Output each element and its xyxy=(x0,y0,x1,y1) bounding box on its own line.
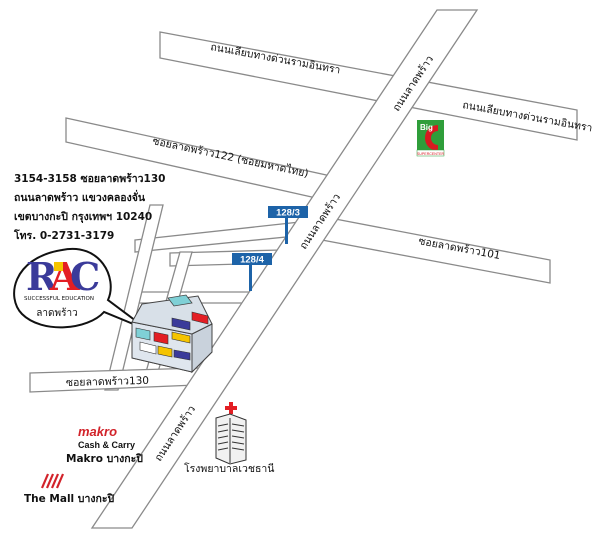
address-line-1: 3154-3158 ซอยลาดพร้าว130 xyxy=(14,173,166,185)
address-line-2: ถนนลาดพร้าว แขวงคลองจั่น xyxy=(14,192,146,204)
svg-text:A: A xyxy=(49,254,80,299)
hospital-landmark: โรงพยาบาลเวชธานี xyxy=(184,402,274,475)
sign-128-3: 128/3 xyxy=(268,206,308,244)
hospital-cross-icon xyxy=(225,402,237,414)
makro-cash-carry: Cash & Carry xyxy=(78,440,135,450)
bigc-sub: SUPERCENTER xyxy=(417,152,445,156)
rac-branch-label: ลาดพร้าว xyxy=(36,307,77,319)
expressway-road xyxy=(159,31,578,141)
rac-logo: R A C xyxy=(26,254,100,299)
hospital-label: โรงพยาบาลเวชธานี xyxy=(184,462,274,475)
rac-callout: R A C SUCCESSFUL EDUCATION ลาดพร้าว xyxy=(13,247,149,331)
sign-128-4-label: 128/4 xyxy=(240,255,264,266)
address-phone: โทร. 0-2731-3179 xyxy=(14,230,115,242)
address-line-3: เขตบางกะปิ กรุงเทพฯ 10240 xyxy=(14,211,153,223)
rac-building xyxy=(131,294,213,374)
makro-brand: makro xyxy=(78,424,117,439)
sign-128-4: 128/4 xyxy=(232,253,272,291)
sign-128-3-label: 128/3 xyxy=(276,208,300,219)
makro-landmark: makro Cash & Carry Makro บางกะปิ xyxy=(66,424,143,465)
main-road-ladprao xyxy=(90,9,479,529)
the-mall-landmark: The Mall บางกะปิ xyxy=(24,473,114,505)
the-mall-label: The Mall บางกะปิ xyxy=(24,493,114,505)
soi-101-road xyxy=(321,217,551,284)
svg-text:C: C xyxy=(70,254,100,299)
svg-text:R: R xyxy=(26,254,58,299)
bigc-logo: Big SUPERCENTER xyxy=(416,120,445,157)
the-mall-logo xyxy=(40,473,65,489)
label-soi-130: ซอยลาดพร้าว130 xyxy=(66,375,149,389)
bigc-text: Big xyxy=(420,123,433,132)
makro-label: Makro บางกะปิ xyxy=(66,453,143,465)
address-block: 3154-3158 ซอยลาดพร้าว130 ถนนลาดพร้าว แขว… xyxy=(14,170,165,246)
hospital-building-icon xyxy=(215,413,247,465)
rac-tagline: SUCCESSFUL EDUCATION xyxy=(24,296,94,302)
